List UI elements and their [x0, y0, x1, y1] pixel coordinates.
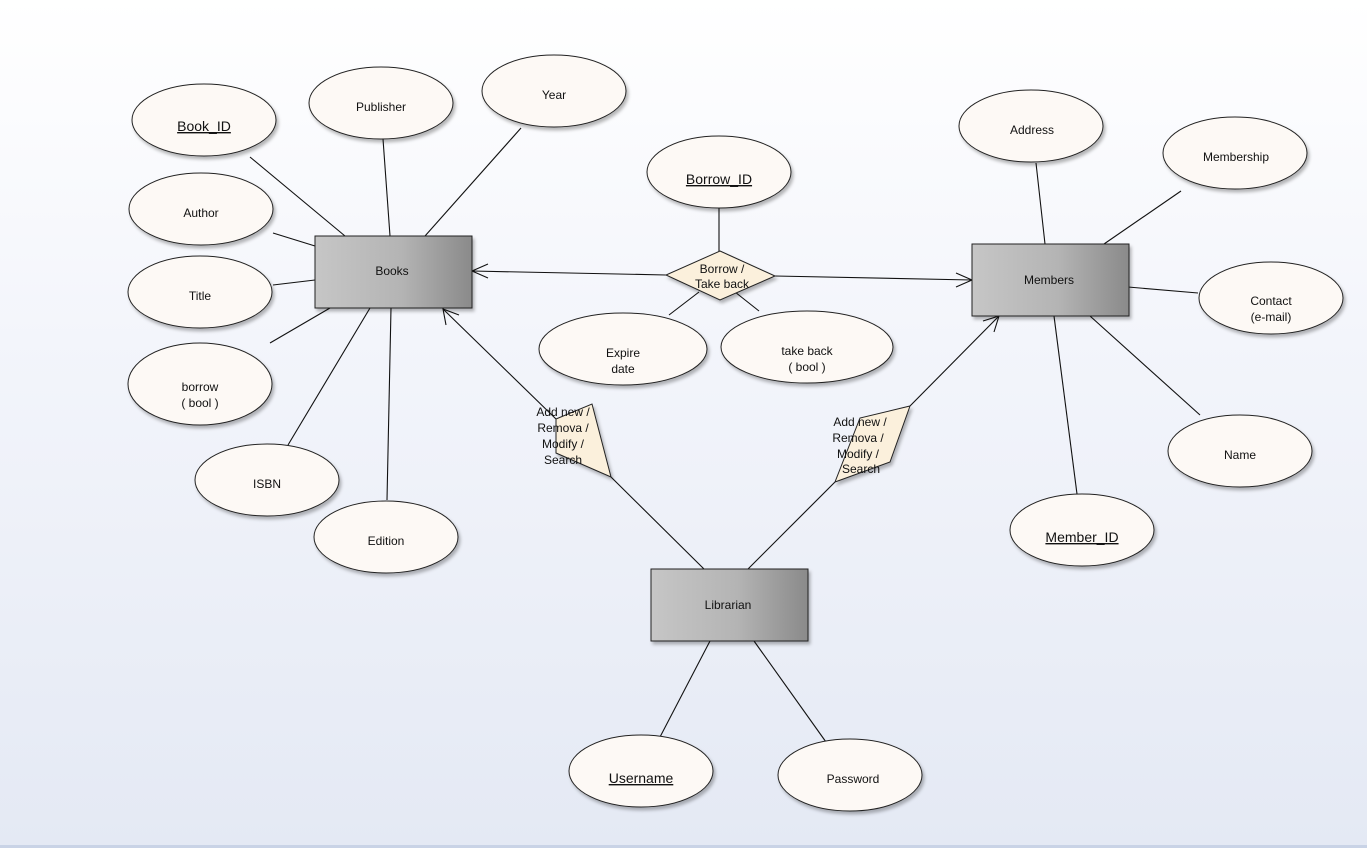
manage-books-line-1: Add new /	[536, 405, 590, 419]
attribute-password[interactable]: Password	[777, 738, 923, 812]
arrow-head-books-manage	[442, 308, 460, 326]
attribute-expire-date[interactable]: Expire date	[538, 312, 708, 386]
attribute-title-label: Title	[189, 289, 212, 303]
edge-members-name	[1089, 315, 1201, 416]
edge-books-title	[272, 279, 316, 286]
entity-members[interactable]: Members	[971, 243, 1130, 317]
attribute-author-label: Author	[183, 206, 218, 220]
manage-books-line-3: Modify /	[542, 437, 585, 451]
edge-books-publisher	[382, 138, 391, 237]
attribute-password-label: Password	[827, 772, 880, 786]
relationship-manage-members[interactable]: Add new / Remova / Modify / Search	[832, 405, 911, 483]
edge-librarian-password	[753, 640, 827, 743]
attribute-edition[interactable]: Edition	[313, 500, 459, 574]
attribute-isbn-label: ISBN	[253, 477, 281, 491]
attribute-expire-line-1: Expire	[606, 346, 640, 360]
attribute-book-id-label: Book_ID	[177, 118, 231, 134]
manage-members-line-4: Search	[842, 462, 880, 476]
attribute-take-back-bool[interactable]: take back ( bool )	[720, 310, 894, 384]
canvas-bottom-edge	[0, 845, 1367, 848]
attribute-publisher[interactable]: Publisher	[308, 66, 454, 140]
attribute-address-label: Address	[1010, 123, 1054, 137]
attribute-expire-line-2: date	[611, 362, 635, 376]
attribute-book-id[interactable]: Book_ID	[131, 83, 277, 157]
attribute-username-label: Username	[609, 770, 674, 786]
edge-books-borrow	[269, 307, 331, 344]
attribute-membership-label: Membership	[1203, 150, 1269, 164]
attribute-edition-label: Edition	[368, 534, 405, 548]
attribute-author[interactable]: Author	[128, 172, 274, 246]
edge-expire-date	[668, 291, 700, 316]
attribute-year-label: Year	[542, 88, 566, 102]
attribute-borrow-id-label: Borrow_ID	[686, 171, 752, 187]
entity-librarian-label: Librarian	[705, 598, 752, 612]
edge-manage-members-to-members	[909, 315, 1000, 407]
edge-books-author	[272, 232, 316, 247]
borrow-line-1: Borrow /	[700, 262, 745, 276]
edge-members-contact	[1127, 286, 1199, 294]
edge-manage-books-to-books	[442, 308, 557, 420]
entity-books[interactable]: Books	[314, 235, 473, 309]
attribute-isbn[interactable]: ISBN	[194, 443, 340, 517]
attribute-borrow-line-2: ( bool )	[181, 396, 218, 410]
attribute-username[interactable]: Username	[568, 734, 714, 808]
edge-take-back	[734, 291, 760, 312]
attribute-contact-line-1: Contact	[1250, 294, 1292, 308]
edge-books-isbn	[287, 307, 371, 446]
attribute-publisher-label: Publisher	[356, 100, 406, 114]
edge-books-year	[424, 127, 522, 237]
edge-books-book-id	[249, 156, 346, 237]
edge-borrow-to-members	[774, 275, 973, 281]
attribute-contact-line-2: (e-mail)	[1251, 310, 1292, 324]
manage-members-line-2: Remova /	[832, 431, 884, 445]
attribute-name-label: Name	[1224, 448, 1256, 462]
edge-members-address	[1035, 162, 1046, 245]
edge-borrow-to-books	[471, 270, 667, 276]
relationship-borrow-take-back[interactable]: Borrow / Take back	[664, 250, 777, 301]
attribute-borrow-bool[interactable]: borrow ( bool )	[127, 342, 273, 426]
attribute-name[interactable]: Name	[1167, 414, 1313, 488]
attribute-take-back-line-2: ( bool )	[788, 360, 825, 374]
manage-members-line-3: Modify /	[837, 447, 880, 461]
edge-members-membership	[1103, 190, 1182, 245]
relationship-manage-books[interactable]: Add new / Remova / Modify / Search	[536, 403, 612, 478]
attribute-borrow-id[interactable]: Borrow_ID	[646, 135, 792, 209]
borrow-line-2: Take back	[695, 277, 750, 291]
edge-librarian-manage-members	[747, 481, 836, 570]
edge-books-edition	[386, 307, 392, 501]
attribute-borrow-line-1: borrow	[182, 380, 219, 394]
entity-librarian[interactable]: Librarian	[650, 568, 809, 642]
entity-books-label: Books	[375, 264, 408, 278]
attribute-year[interactable]: Year	[481, 54, 627, 128]
attribute-address[interactable]: Address	[958, 89, 1104, 163]
edge-members-member-id	[1053, 315, 1078, 495]
attribute-member-id[interactable]: Member_ID	[1009, 493, 1155, 567]
attribute-take-back-line-1: take back	[781, 344, 833, 358]
manage-books-line-4: Search	[544, 453, 582, 467]
attribute-contact[interactable]: Contact (e-mail)	[1198, 261, 1344, 335]
attribute-member-id-label: Member_ID	[1045, 529, 1118, 545]
entity-members-label: Members	[1024, 273, 1074, 287]
attribute-title[interactable]: Title	[127, 255, 273, 329]
manage-members-line-1: Add new /	[833, 415, 887, 429]
manage-books-line-2: Remova /	[537, 421, 589, 435]
attribute-membership[interactable]: Membership	[1162, 116, 1308, 190]
edge-librarian-manage-books	[610, 476, 705, 570]
edge-librarian-username	[659, 640, 711, 738]
edges	[249, 127, 1201, 743]
